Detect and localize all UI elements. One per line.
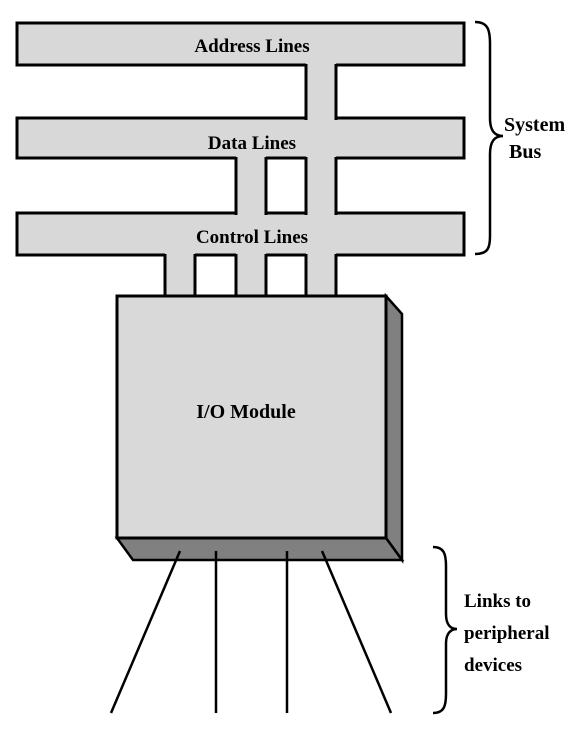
control-lines-label: Control Lines [196, 227, 308, 248]
peripheral-label-line3: devices [464, 655, 522, 676]
system-bus-label-line1: System [504, 114, 565, 136]
bus-stubs-fill [165, 63, 336, 296]
stub-openings [166, 61, 335, 259]
peripheral-label-line1: Links to [464, 591, 531, 612]
address-bus-bar [15, 21, 466, 67]
data-lines-label: Data Lines [208, 133, 296, 154]
peripheral-link-1 [109, 550, 182, 714]
address-lines-label: Address Lines [194, 36, 309, 57]
peripheral-label-line2: peripheral [464, 623, 550, 644]
system-bus-label-line2: Bus [509, 141, 541, 163]
io-module-front [115, 294, 388, 540]
io-module-block [114, 292, 405, 564]
peripheral-links [109, 550, 393, 714]
peripheral-brace [432, 545, 458, 715]
system-bus-brace [474, 20, 504, 256]
io-module-side [384, 292, 404, 564]
io-module-label: I/O Module [196, 401, 296, 423]
peripheral-link-4 [320, 550, 393, 714]
bus-stub-lines [163, 64, 338, 296]
io-module-bottom [114, 536, 405, 562]
